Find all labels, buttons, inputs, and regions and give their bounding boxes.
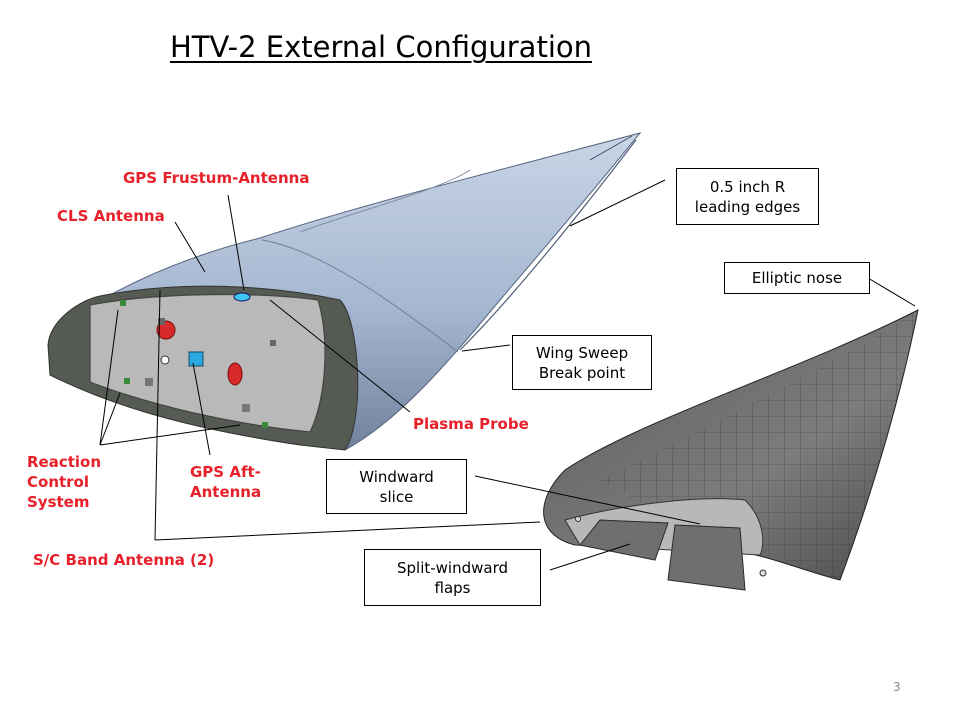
leading-edges-callout: 0.5 inch R leading edges [676,168,819,225]
page-number: 3 [893,680,901,694]
sc-band-antenna-label: S/C Band Antenna (2) [33,551,215,569]
windward-slice-callout: Windward slice [326,459,467,514]
leader-lines [99,179,916,571]
reaction-control-system-label: Reaction Control System [27,453,102,511]
split-flaps-callout: Split-windward flaps [364,549,541,606]
wing-sweep-callout: Wing Sweep Break point [512,335,652,390]
vehicle-aft-view [47,132,642,451]
page-title: HTV-2 External Configuration [170,30,593,64]
gps-aft-antenna-label: GPS Aft- Antenna [190,463,262,501]
cls-antenna-label: CLS Antenna [57,207,165,225]
plasma-probe-label: Plasma Probe [413,415,529,433]
elliptic-nose-callout: Elliptic nose [724,262,870,294]
gps-frustum-antenna-label: GPS Frustum-Antenna [123,169,310,187]
vehicle-underside-view [543,309,919,591]
